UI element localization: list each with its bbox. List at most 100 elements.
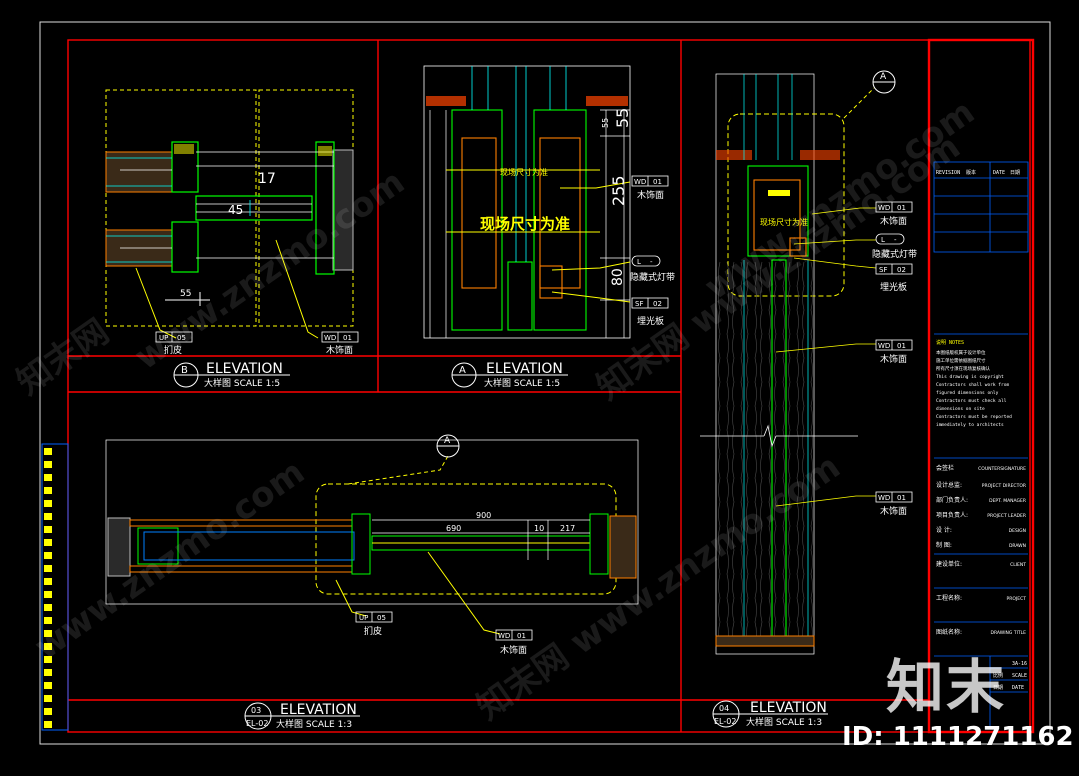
tag-wd01-04c-num: 01 [897,494,906,502]
tb-date-k: 日期 [993,685,1003,691]
tag-sf02-a: SF 02 埋光板 [631,297,669,327]
tag-wd01-b-code: WD [324,334,336,342]
site-dim-04: 现场尺寸为准 [760,217,808,227]
strip-cell [44,708,52,715]
view-03-drawing [105,439,639,635]
wood-grain-line [718,261,721,647]
view-04-num: 04 [719,704,729,713]
tag-up05-03-text: 扪皮 [364,625,382,637]
tag-sf02-a-num: 02 [653,300,662,308]
strip-cell [44,682,52,689]
tag-l-a-code: L [637,258,641,266]
strip-cell [44,513,52,520]
tag-wd01-b-text: 木饰面 [326,344,353,356]
strip-cell [44,526,52,533]
tag-wd01-04c-text: 木饰面 [880,505,907,517]
dim-45: 45 [228,203,243,217]
tb-field-cn: 制 图: [936,541,952,549]
dim-690: 690 [446,524,461,533]
tag-up05-b-num: 05 [177,334,186,342]
view-04-subtitle: 大样图 SCALE 1:3 [746,716,822,728]
wood-grain-line [732,261,735,647]
dim-217: 217 [560,524,575,533]
tag-wd01-04c-code: WD [878,494,890,502]
strip-cell [44,539,52,546]
view-b-heading: ELEVATION [206,361,283,377]
dim-55a: 55 [601,118,610,128]
strip-cell [44,656,52,663]
tag-wd01-a-num: 01 [653,178,662,186]
tag-up05-03-code: UP [359,614,368,622]
view-b-subtitle: 大样图 SCALE 1:5 [204,377,280,389]
dim-900: 900 [476,511,491,520]
wood-grain-line [726,261,729,647]
site-logo: 知末 [886,653,1007,721]
tb-field-en: PROJECT DIRECTOR [982,483,1026,489]
tag-l-04-text: 隐藏式灯带 [872,248,917,260]
view-04-heading: ELEVATION [750,700,827,716]
tag-sf02-04-text: 埋光板 [880,281,907,293]
tb-field-en: DRAWING TITLE [991,630,1027,636]
wood-grain-line [768,261,771,647]
callout-a-04-letter: A [880,72,887,82]
view-a-letter: A [459,365,466,376]
view-03-title: 03 EL-02 ELEVATION 大样图 SCALE 1:3 [244,702,360,730]
dim-80: 80 [610,268,626,286]
tag-sf02-04-num: 02 [897,266,906,274]
strip-cell [44,487,52,494]
strip-cell [44,565,52,572]
strip-cell [44,643,52,650]
tag-wd01-04a-code: WD [878,204,890,212]
dim-10: 10 [534,524,544,533]
strip-cell [44,474,52,481]
tag-wd01-03-num: 01 [517,632,526,640]
tag-wd01-b-num: 01 [343,334,352,342]
tag-wd01-04a-text: 木饰面 [880,215,907,227]
tb-rev-3: 日期 [1010,170,1020,176]
dim-55b: 55 [613,108,632,128]
sheet-frame [39,21,1051,745]
tb-note-line: 施工单位需依据图纸尺寸 [936,357,986,364]
view-04-title: 04 EL-02 ELEVATION 大样图 SCALE 1:3 [712,700,828,728]
tb-note-line: Contractors must be reported [936,414,1012,420]
tb-field-en: DEPT. MANAGER [989,498,1026,504]
tag-wd01-a: WD 01 木饰面 [631,175,669,201]
view-04-code: EL-02 [714,717,736,726]
view-03-subtitle: 大样图 SCALE 1:3 [276,718,352,730]
tag-wd01-04c: WD 01 木饰面 [875,491,913,517]
strip-cell [44,669,52,676]
tb-note-line: dimensions on site [936,406,985,412]
tb-field-en: PROJECT [1007,596,1027,602]
tag-wd01-03: WD 01 木饰面 [495,629,533,656]
tb-field-cn: 建设单位: [936,560,962,568]
callout-a-03-letter: A [444,436,451,446]
wood-grain-line [760,261,763,647]
wood-grain-line [802,261,805,647]
view-04-drawing [700,73,877,655]
tb-note-line: This drawing is copyright [936,374,1004,380]
tb-scale-k: 比例 [993,672,1003,679]
red-frame [67,38,1035,734]
view-03-num: 03 [251,706,261,715]
tb-note-line: Contractors shall work from [936,382,1009,388]
view-a-heading: ELEVATION [486,361,563,377]
callout-a-04: A [872,70,896,94]
tag-wd01-04b: WD 01 木饰面 [875,339,913,365]
tb-field-cn: 项目负责人: [936,511,968,519]
tb-field-en: DRAWN [1009,543,1026,549]
view-b-drawing [105,89,354,339]
wood-grain-line [782,261,785,647]
strip-cell [44,578,52,585]
tag-l-a: L - 隐藏式灯带 [630,255,675,283]
tb-no: 3A-16 [1012,661,1027,667]
tb-field-en: COUNTERSIGNATURE [978,466,1026,472]
wood-grain-line [796,261,799,647]
view-a-drawing [423,65,631,339]
tag-sf02-a-code: SF [635,300,643,308]
tag-wd01-a-code: WD [634,178,646,186]
view-a-title: A ELEVATION 大样图 SCALE 1:5 [451,361,568,389]
dim-17: 17 [258,171,276,187]
wood-grain-line [746,261,749,647]
tag-l-a-text: 隐藏式灯带 [630,271,675,283]
